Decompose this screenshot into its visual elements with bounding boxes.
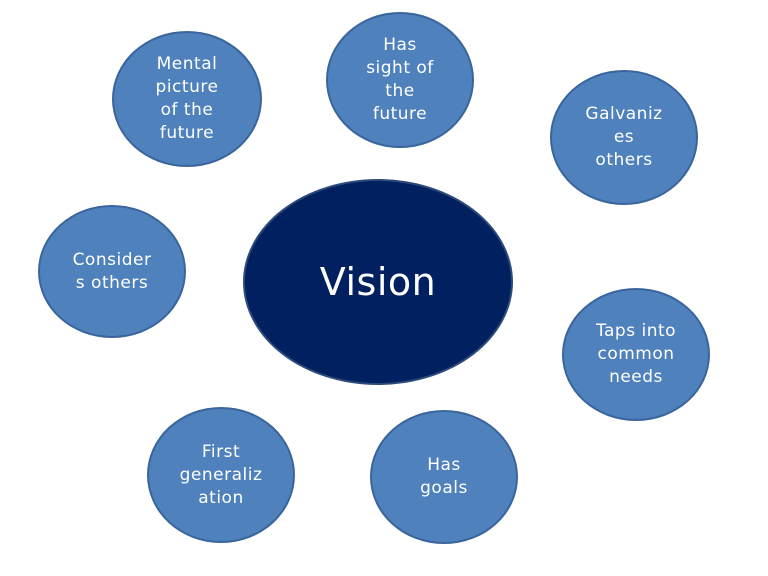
node-label: Has sight of the future [366,35,434,124]
node-first-generalization: First generaliz ation [147,407,295,543]
node-label: Taps into common needs [595,321,677,387]
node-label: Consider s others [72,249,152,293]
node-label: First generaliz ation [179,441,263,508]
node-considers-others: Consider s others [38,205,186,338]
node-taps-common-needs: Taps into common needs [562,288,710,421]
node-mental-picture: Mental picture of the future [112,31,262,167]
node-has-sight: Has sight of the future [326,12,474,148]
node-label: Has goals [420,455,468,498]
node-has-goals: Has goals [370,410,518,544]
node-galvanizes-others: Galvaniz es others [550,70,698,205]
node-label: Mental picture of the future [155,54,219,143]
center-node-vision: Vision [243,179,513,385]
center-node-label: Vision [319,260,437,304]
node-label: Galvaniz es others [585,104,663,170]
